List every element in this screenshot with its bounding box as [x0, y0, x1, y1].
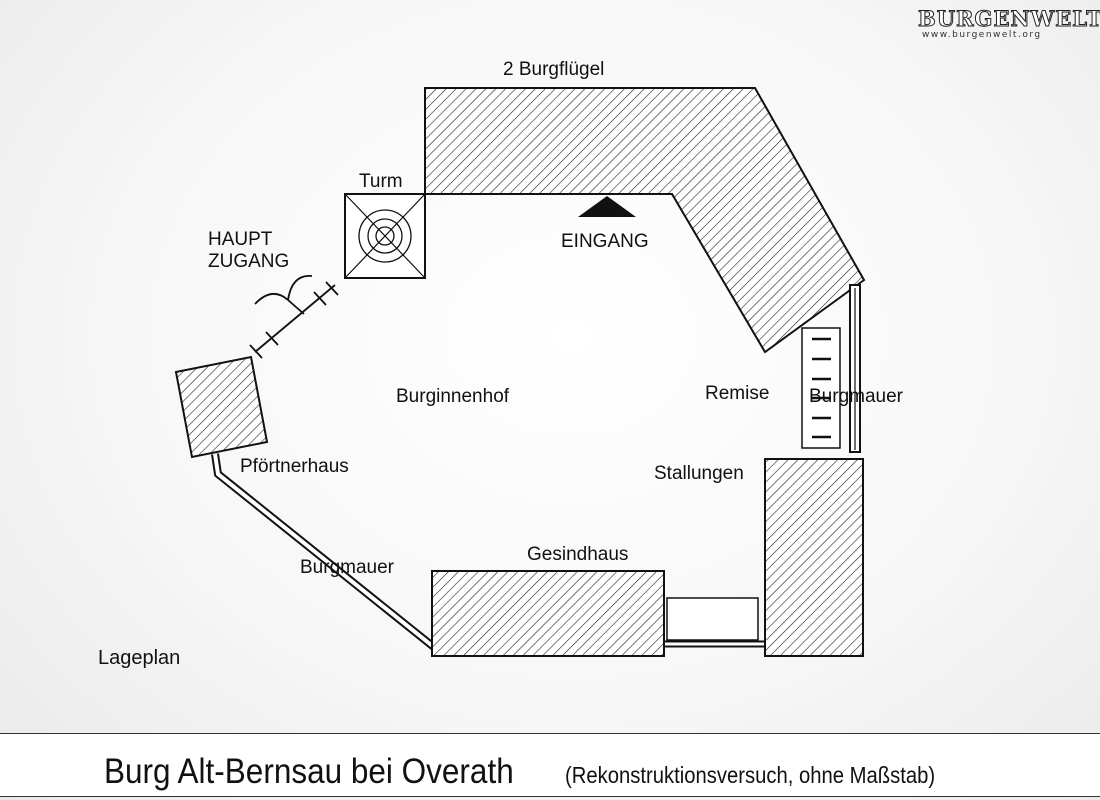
caption-note: (Rekonstruktionsversuch, ohne Maßstab) [565, 762, 936, 788]
gatehouse-building [174, 355, 269, 459]
label-servants-house: Gesindhaus [527, 544, 629, 565]
tower-building [344, 193, 426, 279]
label-wing: 2 Burgflügel [503, 59, 605, 80]
servants-house-building [431, 570, 665, 657]
caption-title: Burg Alt-Bernsau bei Overath [104, 752, 514, 791]
label-main-access-line1: HAUPT [208, 229, 273, 250]
stables-building [764, 458, 864, 657]
label-entrance: EINGANG [561, 231, 649, 252]
label-wall-left: Burgmauer [300, 557, 394, 578]
label-courtyard: Burginnenhof [396, 386, 510, 407]
caption-bar: Burg Alt-Bernsau bei Overath (Rekonstruk… [0, 733, 1100, 797]
label-stables: Stallungen [654, 463, 744, 484]
label-remise: Remise [705, 383, 770, 404]
label-main-access-line2: ZUGANG [208, 251, 290, 272]
label-gatehouse: Pförtnerhaus [240, 456, 349, 477]
main-gate-symbol-icon [249, 275, 339, 359]
watermark-brand: BURGENWELT [918, 6, 1100, 32]
floor-plan-drawing [174, 87, 866, 657]
label-wall-right: Burgmauer [809, 386, 903, 407]
wing-building [424, 87, 866, 354]
castle-wall-left [211, 453, 438, 652]
entrance-marker-icon [578, 196, 636, 217]
remise-building [801, 327, 841, 449]
label-tower: Turm [359, 171, 403, 192]
small-room [666, 597, 759, 641]
castle-wall-right [849, 284, 861, 453]
watermark-url: www.burgenwelt.org [922, 30, 1042, 40]
label-site-plan: Lageplan [98, 647, 181, 669]
